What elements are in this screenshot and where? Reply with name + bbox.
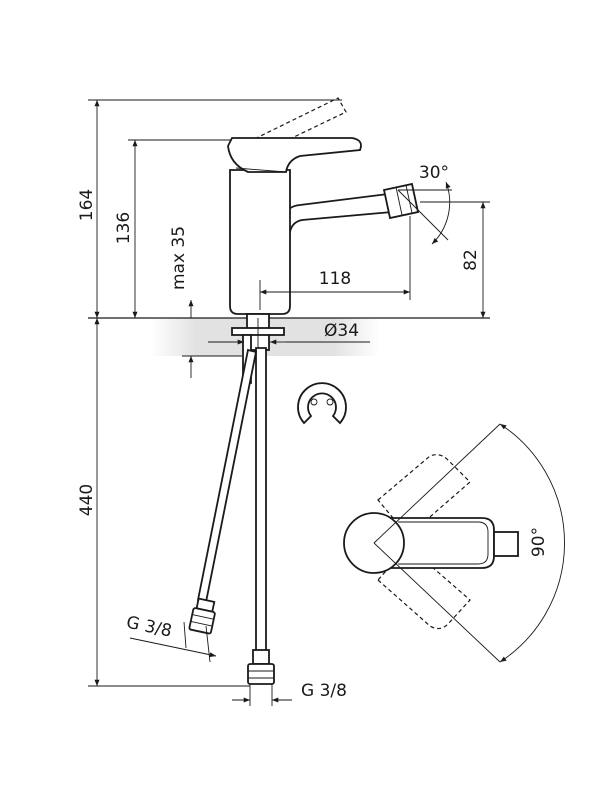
label-82: 82 <box>461 249 481 271</box>
horseshoe-washer <box>297 382 347 425</box>
dim-136 <box>128 139 232 318</box>
label-118: 118 <box>319 269 351 289</box>
label-thread-left: G 3/8 <box>124 613 173 642</box>
flexible-hoses <box>188 347 275 685</box>
dim-max35 <box>182 300 242 378</box>
dim-118 <box>259 216 411 310</box>
label-max35: max 35 <box>169 226 189 290</box>
label-30deg: 30° <box>419 163 449 183</box>
faucet-body <box>229 169 291 315</box>
dim-thread-right <box>232 684 292 706</box>
lever-rotated-outline-1 <box>377 454 471 537</box>
hose-angled <box>196 348 258 604</box>
dim-82 <box>420 201 490 318</box>
label-136: 136 <box>114 212 134 244</box>
spout <box>284 193 394 235</box>
faucet-top-view <box>343 423 565 663</box>
label-440: 440 <box>77 484 97 516</box>
rotation-arc <box>499 423 565 663</box>
lever-rotated-outline-2 <box>377 545 471 630</box>
label-thread-right: G 3/8 <box>301 681 347 701</box>
dim-thread-left <box>129 621 217 663</box>
dim-164 <box>88 99 342 318</box>
dim-30deg <box>397 181 452 245</box>
label-90deg: 90° <box>529 527 549 557</box>
label-164: 164 <box>77 189 97 221</box>
faucet-side-view <box>227 97 420 315</box>
hose-straight <box>255 347 267 653</box>
aerator <box>382 182 420 220</box>
label-diameter: Ø34 <box>324 321 359 341</box>
lever <box>227 137 362 173</box>
spout-stub <box>493 531 519 557</box>
dim-440 <box>88 318 250 687</box>
